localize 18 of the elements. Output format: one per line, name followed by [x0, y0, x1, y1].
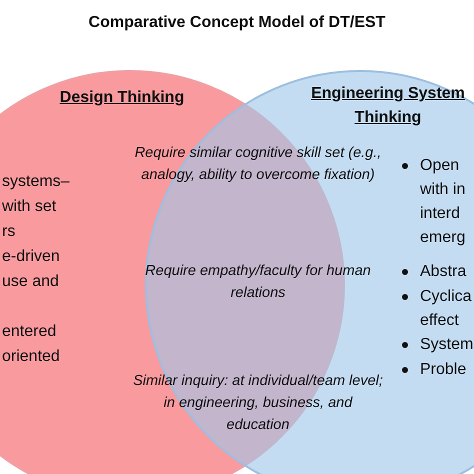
overlap-note: Require similar cognitive skill set (e.g., analogy, ability to overcome fixation)	[134, 144, 382, 185]
overlap-note: Require empathy/faculty for human relations	[144, 262, 372, 303]
overlap-note: Similar inquiry: at individual/team level; in engineering, business, and education	[133, 372, 383, 435]
list-item-text: e-driven	[2, 247, 61, 267]
list-item-text: Abstra	[420, 262, 468, 282]
circle-heading: Engineering System Thinking	[310, 84, 466, 128]
list-item-text: use and	[2, 272, 60, 292]
list-item-text: Proble	[420, 360, 468, 380]
list-item-text: systems–	[2, 172, 71, 192]
list-item-text: rs	[2, 222, 16, 242]
list-item-text: with set	[2, 197, 58, 217]
list-item-text: Cyclica effect	[420, 287, 473, 331]
list-item-text: entered	[2, 322, 58, 342]
list-item-text: oriented	[2, 347, 61, 367]
list-item-text: Open with in interd emerg	[420, 156, 466, 248]
list-item-text: System	[420, 335, 474, 355]
diagram-title: Comparative Concept Model of DT/EST	[88, 14, 386, 32]
circle-heading: Design Thinking	[58, 88, 186, 108]
